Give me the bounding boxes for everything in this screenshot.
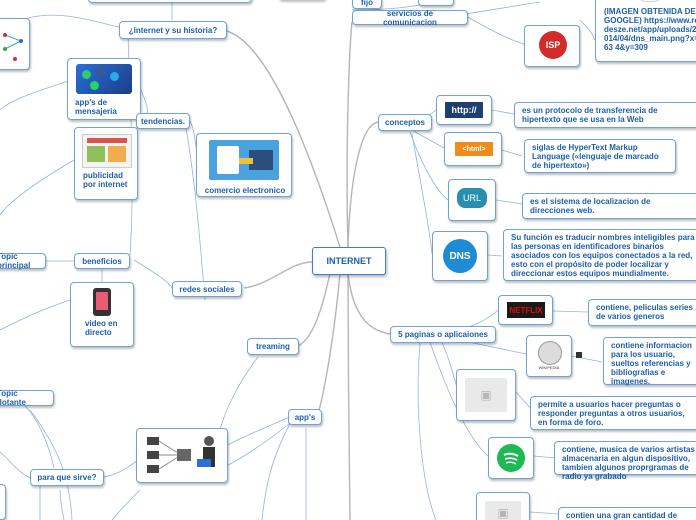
image-source-node[interactable]: (IMAGEN OBTENIDA DE GOOGLE) https://www.… [595,0,696,62]
topic-apps[interactable]: app's [288,409,322,425]
app-wikipedia-desc-text: contiene informacion para los usuario, s… [611,341,692,386]
topic-apps-label: app's [294,412,316,422]
topic-para-que-sirve[interactable]: para que sirve? [30,469,104,486]
isp-logo-text: ISP [545,40,561,50]
url-logo-icon: URL [457,188,487,208]
app-spotify-desc-text: contiene, musica de varios artistas alma… [562,445,695,481]
html-logo-icon: <html> [455,142,493,156]
video-directo-node[interactable]: video en directo [70,282,134,347]
http-logo-text: http:// [451,105,477,115]
app-wikipedia-image[interactable]: WIKIPEDIA [526,335,572,377]
messaging-apps-icon [76,64,132,94]
html-logo-text: <html> [462,145,486,153]
comercio-node[interactable]: comercio electronico [196,133,292,197]
topic-conceptos-label: conceptos [385,118,426,127]
concept-http-desc-text: es un protocolo de transferencia de hipe… [522,106,658,124]
spotify-waves-icon [503,452,519,465]
app-netflix-image[interactable]: NETFLIX [498,295,553,325]
topic-tendencias[interactable]: tendencias. [136,113,190,129]
network-users-icon [147,436,215,473]
concept-url-desc[interactable]: es el sistema de localizacion de direcci… [522,193,696,219]
dns-logo-icon: DNS [443,239,477,273]
topic-servicios-comunicacion[interactable]: servicios de comunicacion [352,8,468,27]
isp-logo-icon: ISP [539,31,567,59]
topic-paginas-label: 5 paginas o aplicaiones [398,330,488,339]
apps-mensajeria-node[interactable]: app's de mensajeria [67,58,141,120]
app-netflix-desc-text: contiene, peliculas series de varios gen… [596,303,693,321]
central-topic-label: INTERNET [326,256,372,266]
topic-redes-sociales[interactable]: redes sociales [172,281,242,297]
concept-html-desc[interactable]: siglas de HyperText Markup Language («le… [524,139,676,173]
video-directo-label: video en directo [85,319,118,337]
topic-principal[interactable]: Topic principal [0,252,46,270]
topic-flotante[interactable]: Topic flotante [0,389,54,407]
topic-cut-left[interactable] [0,484,6,520]
topic-streaming[interactable]: treaming [247,338,299,355]
concept-http-image[interactable]: http:// [436,95,492,125]
concept-dns-desc-text: Su función es traducir nombres inteligib… [511,233,695,278]
concept-html-image[interactable]: <html> [444,132,502,166]
publicidad-node[interactable]: publicidad por internet [74,127,138,200]
topic-cut-top[interactable] [418,0,454,6]
wikipedia-logo-text: WIKIPEDIA [538,365,560,370]
topic-beneficios-label: beneficios [82,256,122,266]
app-foro-desc-text: permite a usuarios hacer preguntas o res… [538,400,685,427]
topic-fijo-label: fijo [361,0,373,7]
para-que-sirve-image[interactable] [136,428,228,483]
topic-principal-label: Topic principal [0,252,31,270]
netflix-logo-icon: NETFLIX [507,302,545,318]
publicidad-label: publicidad por internet [83,171,128,189]
image-placeholder-icon: ▣ [465,378,507,412]
concept-dns-desc[interactable]: Su función es traducir nombres inteligib… [503,229,696,281]
web-ads-icon [82,134,132,168]
dns-logo-text: DNS [449,250,471,262]
network-diagram-icon [3,33,23,61]
concept-dns-image[interactable]: DNS [432,231,488,281]
historia-diagram-image[interactable] [0,18,30,70]
central-topic-internet[interactable]: INTERNET [312,247,386,275]
app-foro-image[interactable]: ▣ [456,369,516,421]
netflix-logo-text: NETFLIX [509,305,543,315]
concept-url-desc-text: es el sistema de localizacion de direcci… [530,197,651,215]
app-netflix-desc[interactable]: contiene, peliculas series de varios gen… [588,299,696,326]
image-placeholder-icon: ▣ [485,501,521,520]
topic-historia[interactable]: ¿internet y su historia? [119,21,227,39]
http-logo-icon: http:// [445,102,483,118]
app-imagenes-desc-text: contien una gran cantidad de imagenes [566,511,678,520]
topic-servicios-label: servicios de comunicacion [383,8,437,27]
topic-historia-label: ¿internet y su historia? [128,25,218,35]
app-imagenes-image[interactable]: ▣ [476,492,530,520]
spotify-logo-icon [497,444,525,472]
apps-mensajeria-label: app's de mensajeria [75,98,117,116]
app-spotify-image[interactable] [488,437,534,479]
topic-cut-top-left[interactable] [88,0,252,3]
app-foro-desc[interactable]: permite a usuarios hacer preguntas o res… [530,396,696,430]
marker-icon [576,352,582,358]
topic-redes-sociales-label: redes sociales [179,284,235,294]
topic-paginas-aplicaciones[interactable]: 5 paginas o aplicaiones [390,326,496,343]
topic-tendencias-label: tendencias. [141,116,186,126]
topic-fijo[interactable]: fijo [352,0,382,9]
topic-beneficios[interactable]: beneficios [74,253,130,269]
topic-streaming-label: treaming [256,342,290,351]
url-logo-text: URL [462,193,481,203]
concept-url-image[interactable]: URL [448,179,496,221]
wikipedia-globe-icon [538,341,562,365]
ecommerce-icon [209,140,279,180]
phone-video-icon [93,288,111,316]
app-imagenes-desc[interactable]: contien una gran cantidad de imagenes [558,507,696,520]
app-wikipedia-desc[interactable]: contiene informacion para los usuario, s… [603,337,696,386]
image-thumbnail-icon [636,0,664,2]
concept-http-desc[interactable]: es un protocolo de transferencia de hipe… [514,102,696,128]
topic-flotante-label: Topic flotante [0,389,26,407]
isp-image-node[interactable]: ISP [524,25,580,67]
app-spotify-desc[interactable]: contiene, musica de varios artistas alma… [554,441,696,481]
topic-conceptos[interactable]: conceptos [378,114,432,131]
concept-html-desc-text: siglas de HyperText Markup Language («le… [532,143,659,170]
topic-para-que-sirve-label: para que sirve? [37,473,97,482]
image-source-text: (IMAGEN OBTENIDA DE GOOGLE) https://www.… [604,7,696,52]
comercio-label: comercio electronico [204,186,286,195]
